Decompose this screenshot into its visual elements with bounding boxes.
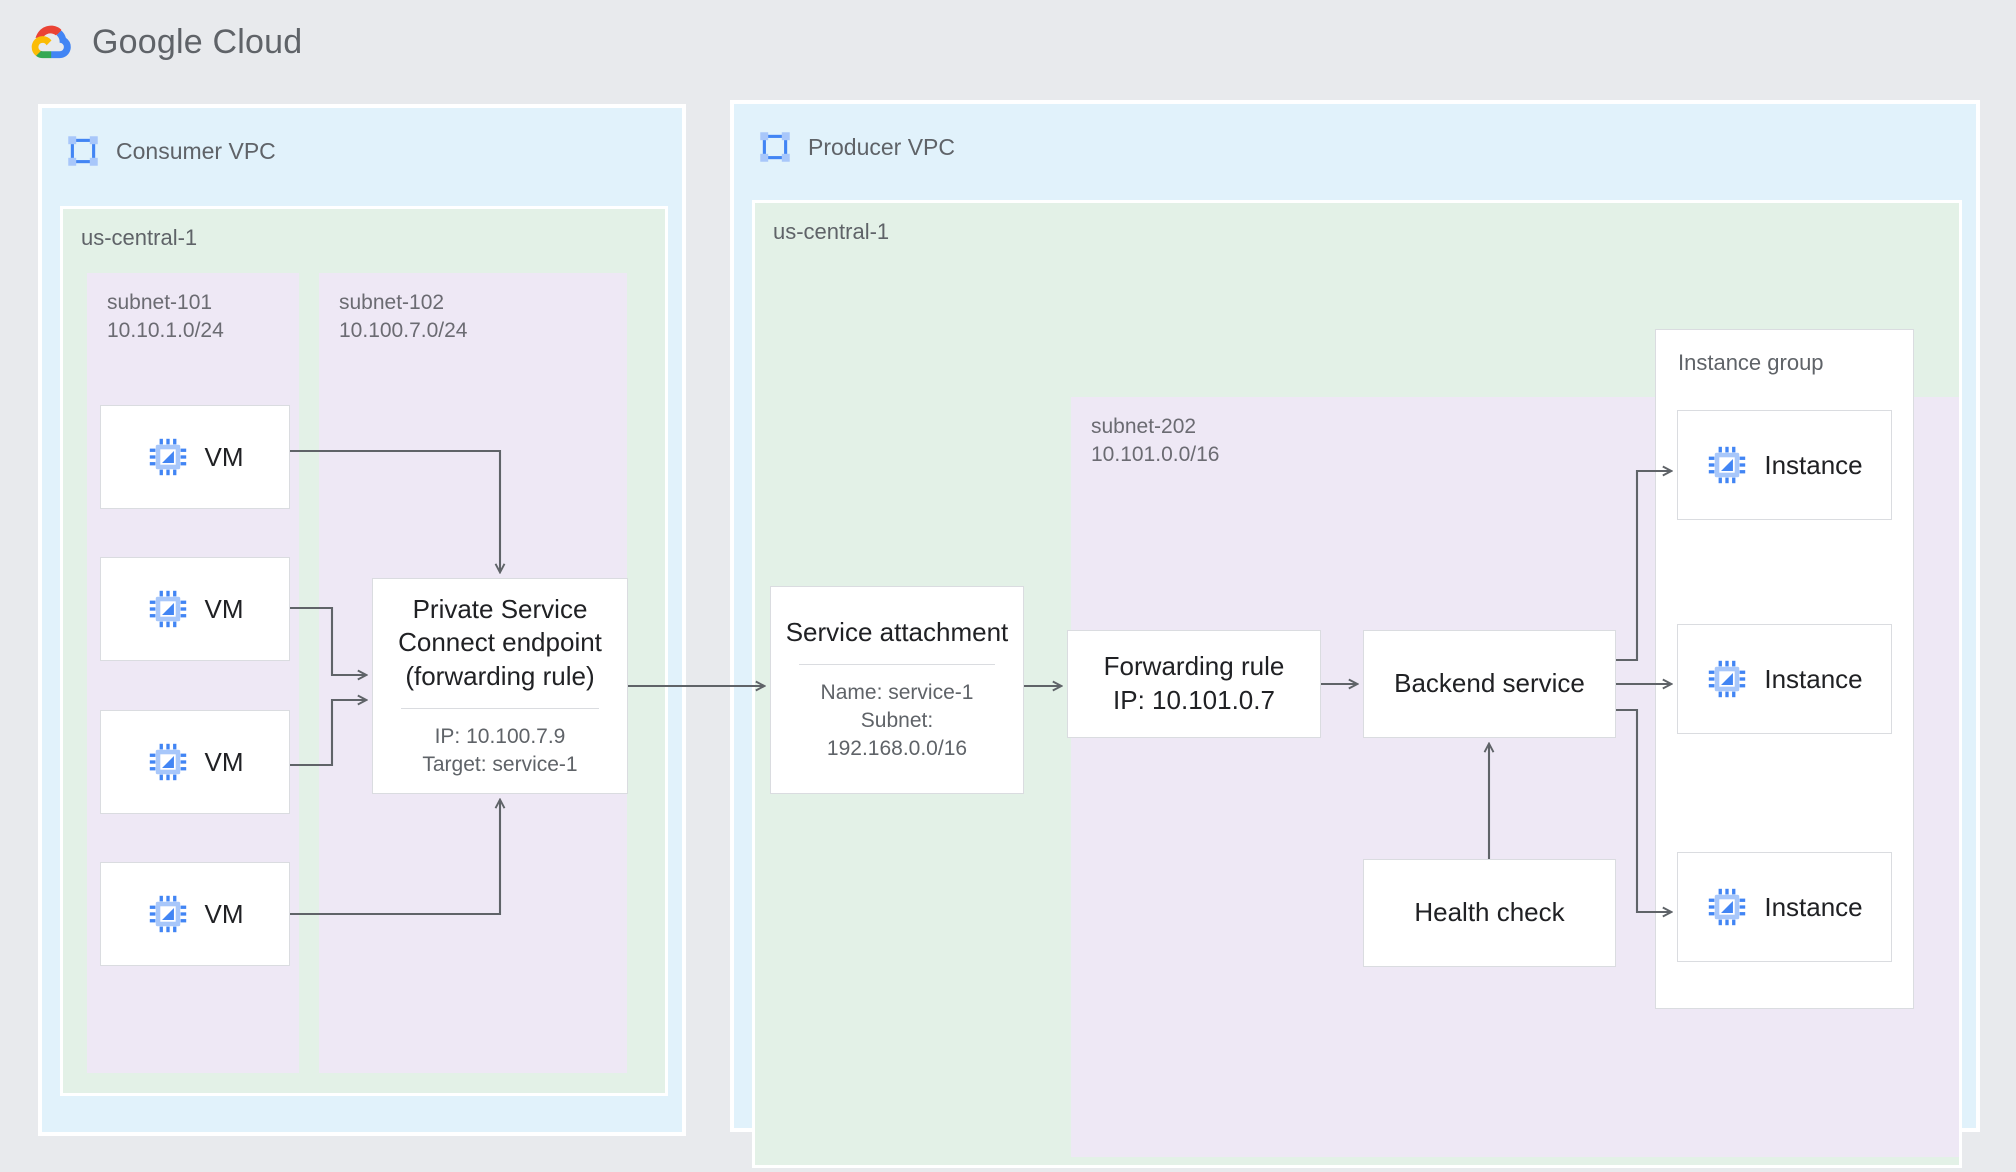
consumer-vpc-header: Consumer VPC	[66, 134, 276, 168]
brand-header: Google Cloud	[30, 22, 302, 62]
instance-node-2[interactable]: Instance	[1677, 624, 1892, 734]
vm-instance-icon	[147, 588, 189, 630]
health-check-title: Health check	[1414, 897, 1565, 928]
producer-vpc-title: Producer VPC	[808, 133, 956, 160]
vm-instance-icon	[147, 741, 189, 783]
vm-node-1-label: VM	[204, 441, 244, 472]
vpc-network-icon	[66, 134, 100, 168]
backend-service-title: Backend service	[1394, 668, 1585, 699]
forwarding-rule-title: Forwarding rule IP: 10.101.0.7	[1103, 651, 1285, 715]
service-attachment-divider	[798, 664, 996, 666]
vm-node-3-label: VM	[204, 746, 244, 777]
service-attachment-title: Service attachment	[785, 617, 1009, 648]
producer-vpc-header: Producer VPC	[758, 130, 955, 164]
subnet-102-label: subnet-102 10.100.7.0/24	[339, 291, 468, 342]
health-check-node[interactable]: Health check	[1363, 859, 1616, 967]
consumer-vpc-title: Consumer VPC	[116, 137, 276, 164]
subnet-101-label: subnet-101 10.10.1.0/24	[107, 291, 224, 342]
instance-node-3-label: Instance	[1764, 891, 1863, 922]
vm-node-2-label: VM	[204, 593, 244, 624]
backend-service-node[interactable]: Backend service	[1363, 630, 1616, 738]
vm-node-1[interactable]: VM	[100, 405, 290, 509]
vm-instance-icon	[147, 436, 189, 478]
psc-endpoint-details: IP: 10.100.7.9 Target: service-1	[422, 725, 578, 777]
instance-node-2-label: Instance	[1764, 663, 1863, 694]
vm-node-4-label: VM	[204, 898, 244, 929]
psc-endpoint-node[interactable]: Private Service Connect endpoint (forwar…	[372, 578, 628, 794]
psc-endpoint-title: Private Service Connect endpoint (forwar…	[398, 593, 602, 692]
vpc-network-icon	[758, 130, 792, 164]
brand-title: Google Cloud	[92, 22, 303, 61]
google-cloud-logo-icon	[30, 22, 76, 62]
subnet-202-label: subnet-202 10.101.0.0/16	[1091, 415, 1220, 466]
instance-group-label: Instance group	[1678, 350, 1824, 375]
forwarding-rule-node[interactable]: Forwarding rule IP: 10.101.0.7	[1067, 630, 1321, 738]
instance-node-1-label: Instance	[1764, 449, 1863, 480]
instance-node-3[interactable]: Instance	[1677, 852, 1892, 962]
vm-instance-icon	[1706, 886, 1748, 928]
service-attachment-node[interactable]: Service attachment Name: service-1 Subne…	[770, 586, 1024, 794]
vm-instance-icon	[1706, 444, 1748, 486]
instance-node-1[interactable]: Instance	[1677, 410, 1892, 520]
consumer-region-label: us-central-1	[81, 225, 198, 250]
service-attachment-details: Name: service-1 Subnet: 192.168.0.0/16	[820, 681, 974, 761]
producer-region-label: us-central-1	[773, 219, 890, 244]
vm-instance-icon	[147, 893, 189, 935]
vm-node-3[interactable]: VM	[100, 710, 290, 814]
psc-endpoint-divider	[400, 708, 600, 710]
vm-instance-icon	[1706, 658, 1748, 700]
vm-node-2[interactable]: VM	[100, 557, 290, 661]
vm-node-4[interactable]: VM	[100, 862, 290, 966]
